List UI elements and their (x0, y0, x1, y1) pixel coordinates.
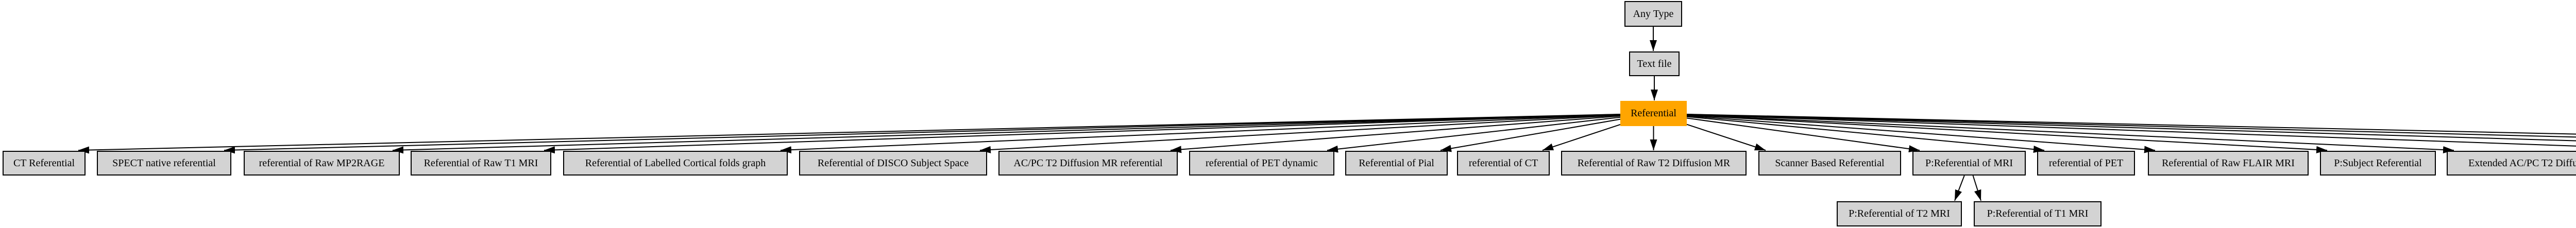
node-referential-of-pet[interactable]: referential of PET (2037, 151, 2135, 176)
node-referential-of-ct[interactable]: referential of CT (1457, 151, 1550, 176)
node-referential-of-raw-flair-mri[interactable]: Referential of Raw FLAIR MRI (2148, 151, 2309, 176)
node-spect-native-referential[interactable]: SPECT native referential (97, 151, 231, 176)
node-p-subject-referential[interactable]: P:Subject Referential (2320, 151, 2436, 176)
node-referential-of-labelled-cortical-folds-graph[interactable]: Referential of Labelled Cortical folds g… (563, 151, 788, 176)
node-referential-of-pial[interactable]: Referential of Pial (1345, 151, 1448, 176)
node-p-referential-of-t1-mri[interactable]: P:Referential of T1 MRI (1974, 201, 2102, 226)
node-scanner-based-referential[interactable]: Scanner Based Referential (1758, 151, 1901, 176)
node-referential-of-disco-subject-space[interactable]: Referential of DISCO Subject Space (799, 151, 987, 176)
node-extended-acpc-t2-diffusion-mr-referential[interactable]: Extended AC/PC T2 Diffusion MR referenti… (2447, 151, 2576, 176)
node-any-type[interactable]: Any Type (1624, 1, 1682, 27)
node-p-referential-of-t2-mri[interactable]: P:Referential of T2 MRI (1837, 201, 1962, 226)
node-acpc-t2-diffusion-mr-referential[interactable]: AC/PC T2 Diffusion MR referential (998, 151, 1178, 176)
node-referential-of-raw-t1-mri[interactable]: Referential of Raw T1 MRI (411, 151, 551, 176)
node-referential-of-raw-t2-diffusion-mr[interactable]: Referential of Raw T2 Diffusion MR (1561, 151, 1747, 176)
node-referential-of-raw-mp2rage[interactable]: referential of Raw MP2RAGE (244, 151, 400, 176)
node-text-file[interactable]: Text file (1629, 51, 1680, 76)
node-ct-referential[interactable]: CT Referential (3, 151, 86, 176)
node-referential-of-pet-dynamic[interactable]: referential of PET dynamic (1189, 151, 1334, 176)
node-referential[interactable]: Referential (1620, 101, 1687, 126)
node-p-referential-of-mri[interactable]: P:Referential of MRI (1912, 151, 2026, 176)
